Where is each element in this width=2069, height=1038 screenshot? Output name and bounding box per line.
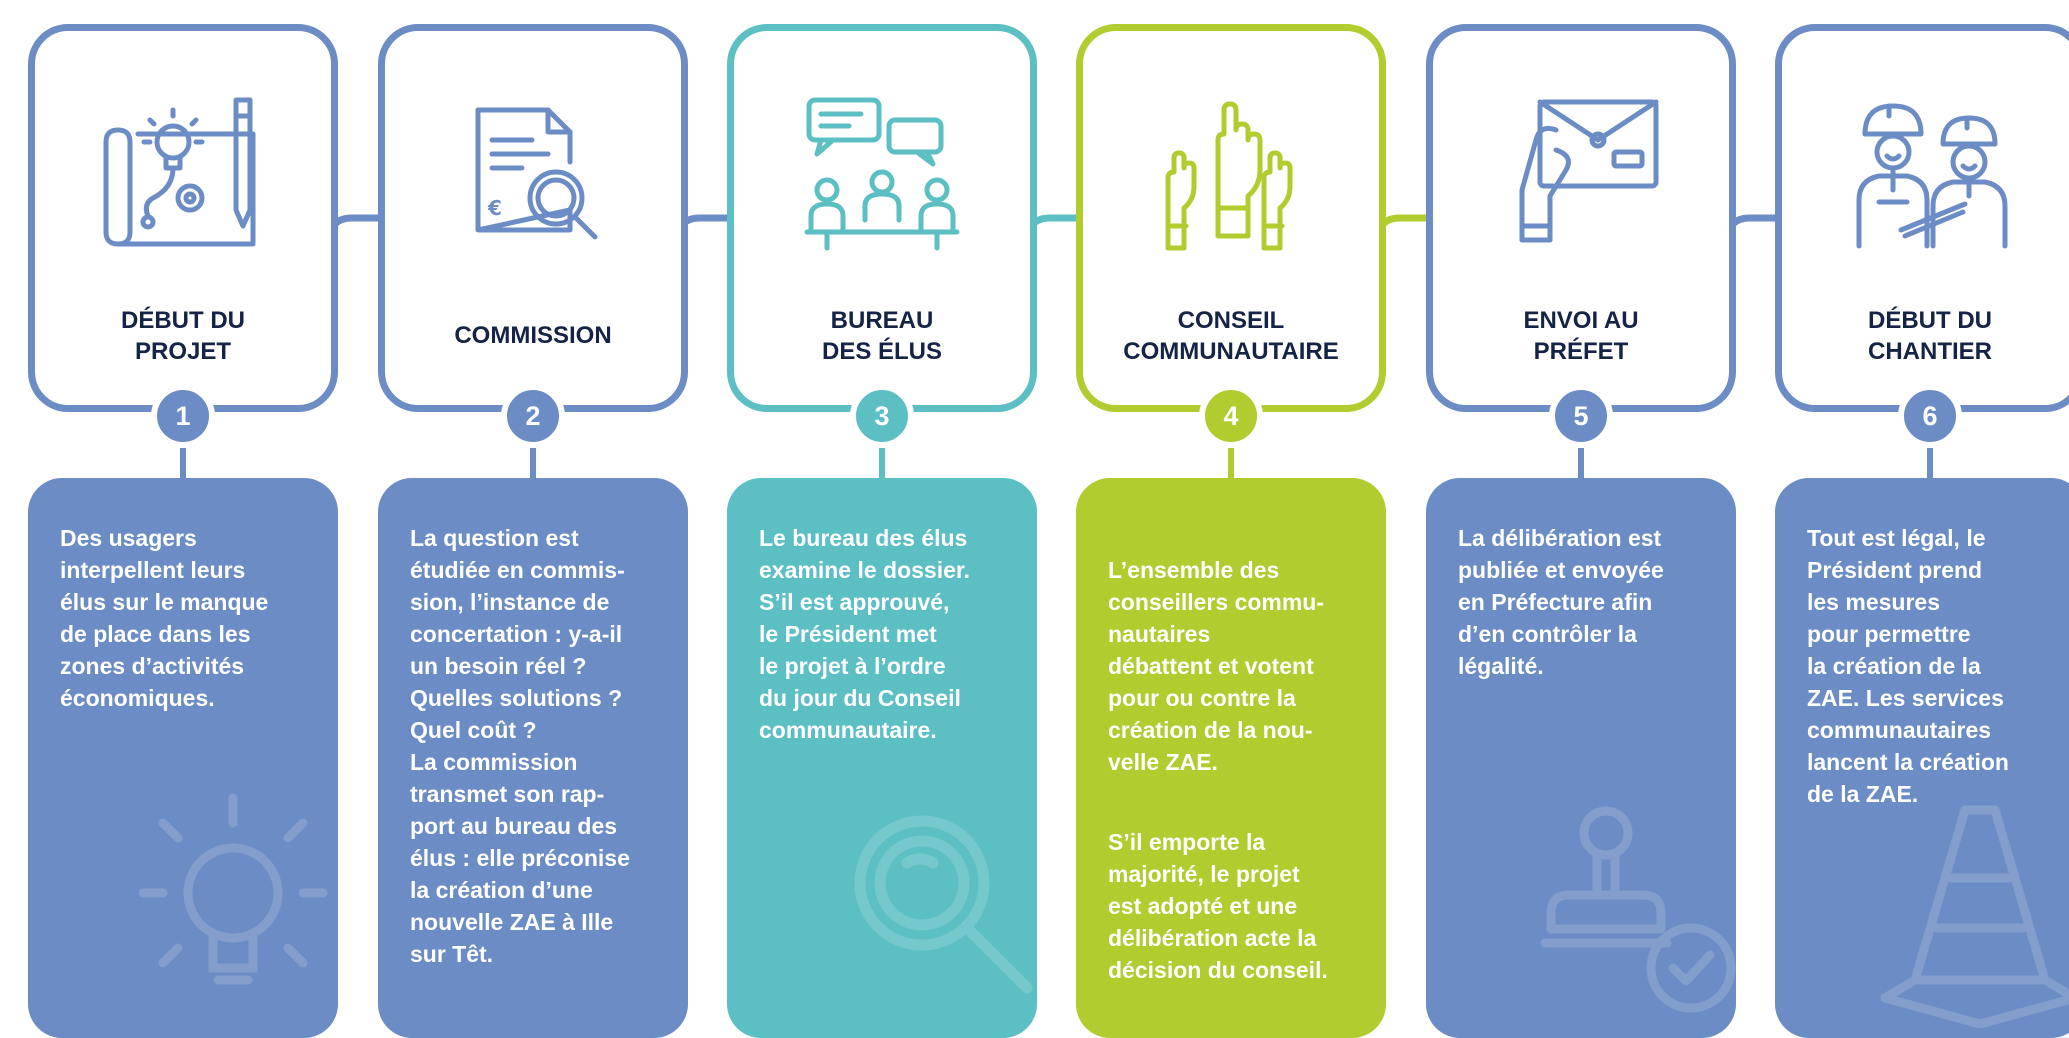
- traffic-cone-icon: [1875, 798, 2069, 1028]
- step-number-badge: 3: [850, 384, 914, 448]
- step-number-badge: 1: [151, 384, 215, 448]
- title-line: projet: [134, 338, 232, 365]
- title-line: Début du: [1868, 307, 1992, 334]
- title-line: communautaire: [1123, 338, 1339, 365]
- step-1: Début du projet 1 Des usagers interpelle…: [28, 0, 338, 1038]
- step-frame: [727, 24, 1037, 412]
- step-description: Tout est légal, le Président prend les m…: [1807, 525, 2009, 807]
- step-5: Envoi au préfet 5 La délibération est pu…: [1426, 0, 1736, 1038]
- title-line: préfet: [1533, 338, 1629, 365]
- title-line: Début du: [121, 307, 245, 334]
- title-line: Bureau: [830, 307, 934, 334]
- step-stem: [1578, 448, 1584, 480]
- document-magnifier-icon: €: [448, 90, 618, 260]
- step-description: L’ensemble des conseillers commu- nautai…: [1108, 557, 1325, 775]
- step-4: Conseil communautaire 4 L’ensemble des c…: [1076, 0, 1386, 1038]
- step-title: Envoi au préfet: [1426, 305, 1736, 367]
- step-title: Commission: [378, 320, 688, 351]
- step-description-panel: La délibération est publiée et envoyée e…: [1426, 478, 1736, 1038]
- step-description-panel: Des usagers interpellent leurs élus sur …: [28, 478, 338, 1038]
- step-stem: [180, 448, 186, 480]
- hand-envelope-icon: [1496, 90, 1666, 260]
- step-title: Début du projet: [28, 305, 338, 367]
- lightbulb-icon: [138, 788, 328, 998]
- title-line: Envoi au: [1523, 307, 1639, 334]
- step-title: Début du chantier: [1775, 305, 2069, 367]
- step-description: Des usagers interpellent leurs élus sur …: [60, 525, 269, 711]
- step-description: Le bureau des élus examine le dossier. S…: [759, 525, 970, 743]
- step-description-panel: La question est étudiée en commis- sion,…: [378, 478, 688, 1038]
- step-number-badge: 6: [1898, 384, 1962, 448]
- step-description-panel: L’ensemble des conseillers commu- nautai…: [1076, 478, 1386, 1038]
- magnifier-icon: [847, 808, 1037, 1008]
- step-title: Bureau des élus: [727, 305, 1037, 367]
- step-number-badge: 4: [1199, 384, 1263, 448]
- step-6: Début du chantier 6 Tout est légal, le P…: [1775, 0, 2069, 1038]
- step-description: S’il emporte la majorité, le projet est …: [1108, 829, 1328, 983]
- step-frame: [1775, 24, 2069, 412]
- blueprint-lightbulb-icon: [98, 90, 268, 260]
- step-stem: [1927, 448, 1933, 480]
- step-stem: [1228, 448, 1234, 480]
- step-description: La délibération est publiée et envoyée e…: [1458, 525, 1664, 679]
- raised-hands-icon: [1146, 90, 1316, 260]
- step-description-panel: Tout est légal, le Président prend les m…: [1775, 478, 2069, 1038]
- step-stem: [879, 448, 885, 480]
- step-frame: [1076, 24, 1386, 412]
- title-line: des élus: [821, 338, 943, 365]
- svg-text:€: €: [487, 196, 502, 220]
- title-line: Conseil: [1177, 307, 1285, 334]
- step-title: Conseil communautaire: [1076, 305, 1386, 367]
- title-line: chantier: [1868, 338, 1992, 365]
- construction-workers-icon: [1845, 90, 2015, 260]
- stamp-check-icon: [1531, 803, 1736, 1013]
- step-description: La question est étudiée en commis- sion,…: [410, 525, 630, 967]
- step-2: € Commission 2 La question est étudiée e…: [378, 0, 688, 1038]
- step-number-badge: 5: [1549, 384, 1613, 448]
- step-stem: [530, 448, 536, 480]
- step-description-panel: Le bureau des élus examine le dossier. S…: [727, 478, 1037, 1038]
- step-number-badge: 2: [501, 384, 565, 448]
- meeting-people-icon: [797, 90, 967, 260]
- step-3: Bureau des élus 3 Le bureau des élus exa…: [727, 0, 1037, 1038]
- title-line: Commission: [454, 322, 612, 349]
